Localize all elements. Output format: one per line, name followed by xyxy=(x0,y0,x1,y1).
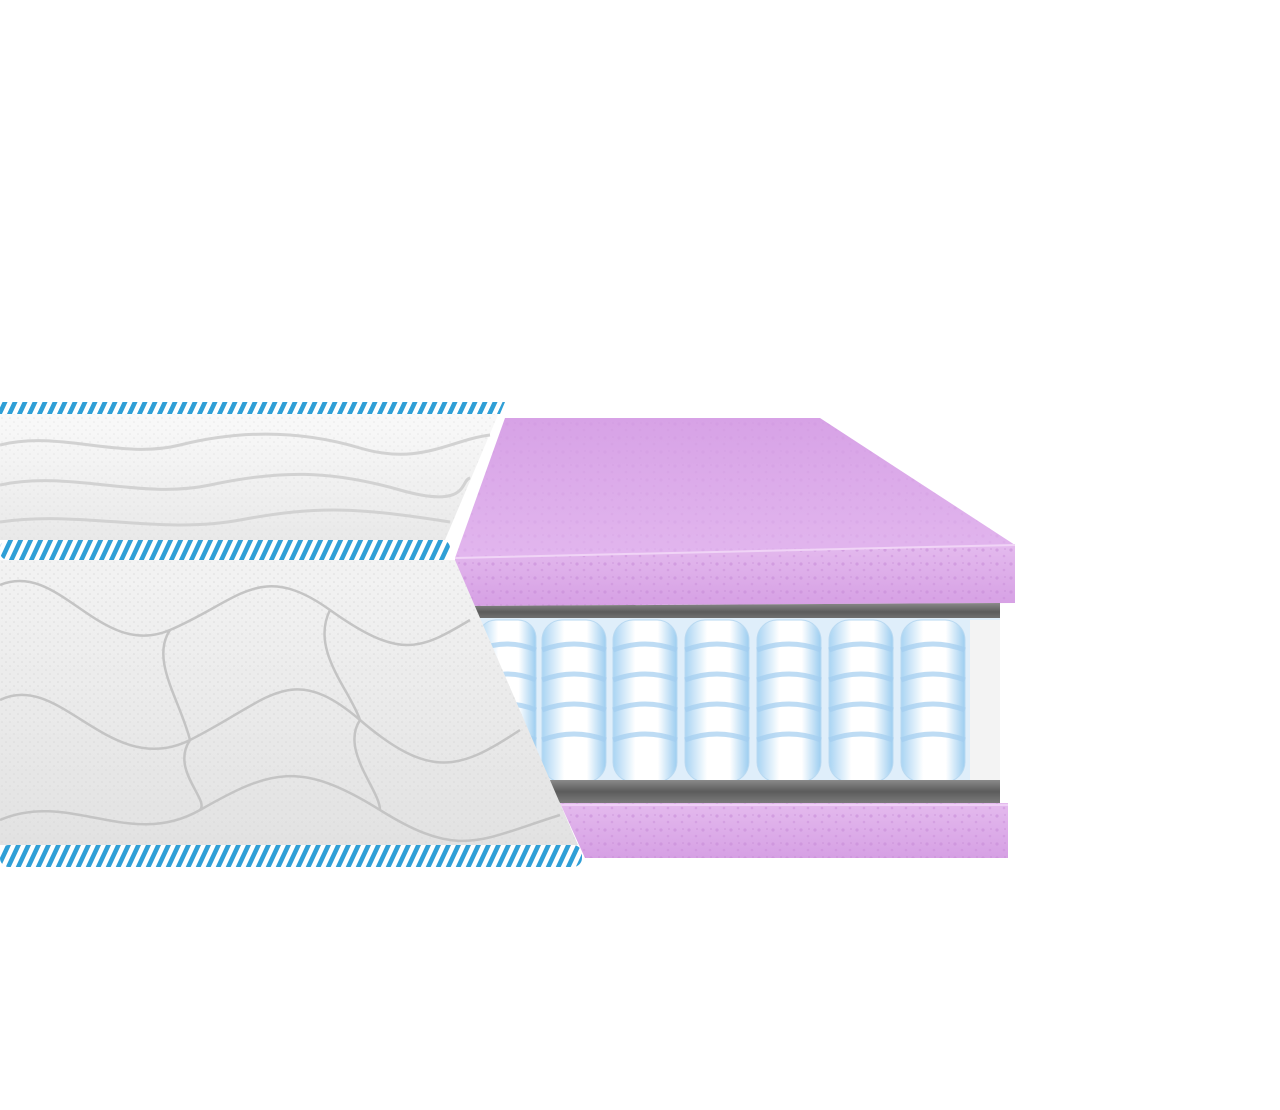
bottom-piping xyxy=(0,845,582,867)
spring-4 xyxy=(684,619,750,783)
core-section xyxy=(454,418,1016,858)
lower-felt-layer xyxy=(545,780,1000,803)
middle-piping xyxy=(0,540,450,560)
quilted-cover xyxy=(0,402,582,867)
top-foam-layer xyxy=(454,418,1016,606)
spring-6 xyxy=(828,619,894,783)
bottom-foam-layer xyxy=(560,803,1008,858)
top-piping xyxy=(0,402,505,414)
pocket-springs xyxy=(470,618,1000,783)
cover-side-panel xyxy=(0,560,578,845)
spring-7 xyxy=(900,619,966,783)
spring-2 xyxy=(541,619,607,783)
spring-5 xyxy=(756,619,822,783)
spring-3 xyxy=(612,619,678,783)
upper-felt-layer xyxy=(470,603,1000,621)
cover-top-panel xyxy=(0,410,500,540)
